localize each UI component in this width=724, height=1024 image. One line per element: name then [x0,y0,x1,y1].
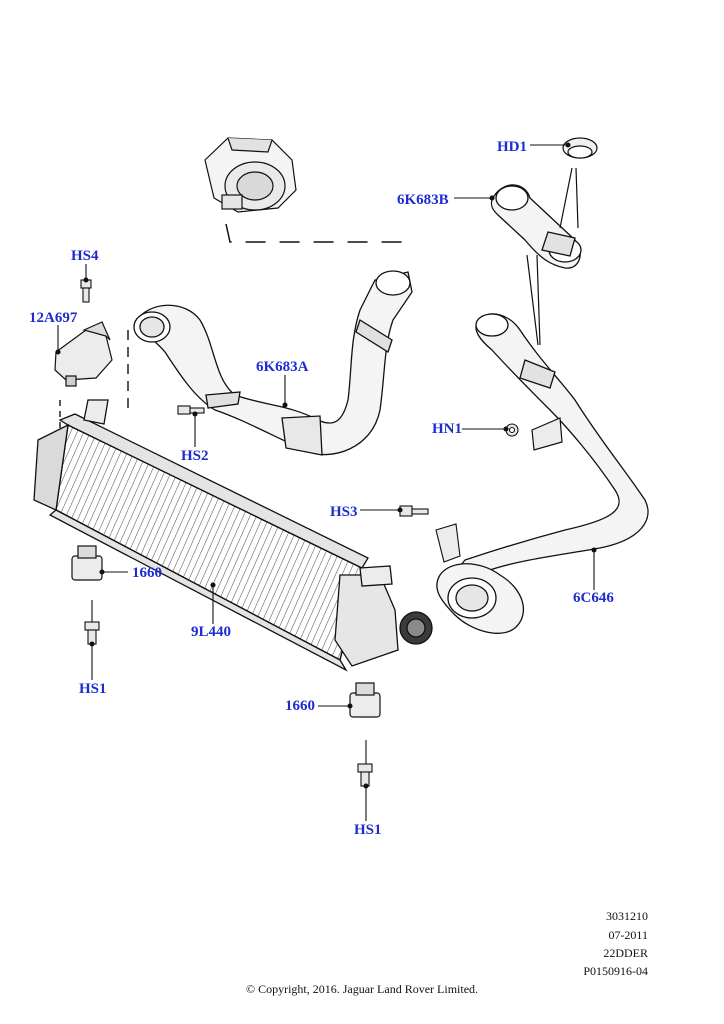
callout-hs4[interactable]: HS4 [71,248,99,264]
callout-6k683a[interactable]: 6K683A [256,359,309,375]
mount-1660-bottom [349,682,381,718]
callout-hs3[interactable]: HS3 [330,504,358,520]
callout-1660-bottom[interactable]: 1660 [285,698,315,714]
bolt-hs1-left [84,621,100,645]
throttle-link-dashed [225,223,408,243]
bolt-hs3 [399,505,461,563]
reference-line-2: 07-2011 [608,928,648,942]
callout-6k683b[interactable]: 6K683B [397,192,449,208]
callout-1660-left[interactable]: 1660 [132,565,162,581]
callout-hs1-bottom[interactable]: HS1 [354,822,382,838]
hose-6k683a [133,270,413,456]
leader-lines [55,142,597,821]
bolt-hs4 [80,279,92,303]
clamp-hd1 [562,137,598,159]
reference-line-1: 3031210 [606,909,648,923]
callout-hd1[interactable]: HD1 [497,139,527,155]
callout-hs2[interactable]: HS2 [181,448,209,464]
callout-6c646[interactable]: 6C646 [573,590,614,606]
callout-9l440[interactable]: 9L440 [191,624,232,640]
hose-6k683b [490,184,582,269]
intercooler-9l440 [33,399,433,672]
callout-12a697[interactable]: 12A697 [29,310,78,326]
copyright-notice: © Copyright, 2016. Jaguar Land Rover Lim… [245,982,479,996]
bolt-hs1-bottom [357,763,373,787]
throttle-body [204,137,297,213]
bolt-hs2 [177,405,205,415]
bracket-hn1 [531,417,563,451]
reference-line-3: 22DDER [603,946,648,960]
callout-hn1[interactable]: HN1 [432,421,462,437]
mount-1660-left [71,545,103,581]
reference-line-4: P0150916-04 [583,964,648,978]
leader-lines-hd1 [526,167,579,346]
sensor-12a697 [54,321,113,387]
hose-6c646 [436,313,649,634]
callout-hs1-left[interactable]: HS1 [79,681,107,697]
